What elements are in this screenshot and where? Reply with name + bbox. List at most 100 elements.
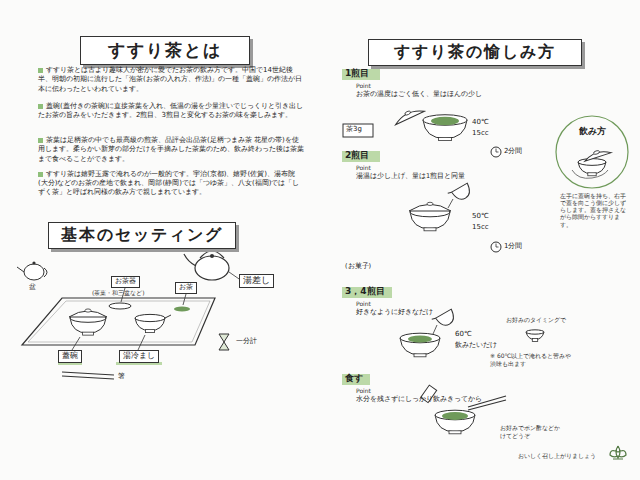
cooling-bowl [135,314,165,332]
tea-amount-box [343,124,373,137]
kettle-knob [210,254,214,258]
hourglass [219,334,229,350]
cup-spout [448,191,452,194]
green-band [342,151,380,162]
gaiwan-bowl [423,115,467,141]
bowl-foot [83,332,94,335]
node-text: お茶 [179,283,193,292]
step-heading: 2煎目 [345,150,369,162]
bowl-foot [424,228,436,231]
paragraph: 茶葉は足柄茶の中でも最高級の煎茶、品評会出品茶(足柄つまみ茶 花星の帯)を使用し… [38,136,304,164]
bowl-rim [435,410,475,420]
small-bowl [526,330,544,342]
node-text: すすり茶とは [108,39,222,62]
clock-icon [491,147,501,157]
label-box: 湯差し [239,274,274,288]
leader-line [72,337,80,350]
paragraph-marker [38,68,43,73]
note-label: お好みでポン酢などかけてどうぞ [500,424,564,440]
node-text: 湯冷まし [123,351,155,361]
bowl-foot [146,330,155,333]
note-label: Point [356,164,371,172]
lid-dome [393,107,424,125]
gaiwan-bowl [400,333,440,357]
tray [22,298,215,345]
teapot-handle [44,268,47,277]
label-box: 蓋碗 [58,350,82,363]
paragraph: 蓋碗(蓋付きの茶碗)に直接茶葉を入れ、低温の湯を少量注いでじっくりと引き出したお… [38,102,304,121]
lid [393,105,425,125]
pour-stream [448,199,453,208]
bowl-foot [438,137,451,140]
lid [69,309,107,317]
note-label: 60℃ [454,330,473,339]
note-label: 左手に蓋碗を持ち、右手で蓋を向こう側に少しずらします。蓋を押さえながら隙間からす… [560,193,630,229]
note-label: 飲みたいだけ [454,341,498,349]
label-box: 湯冷まし [119,350,159,363]
bowl-rim [423,115,467,126]
tea-leaves [174,307,190,312]
fleur-symbol [610,446,626,459]
tea-leaves [431,117,459,125]
paragraph: すすり茶は嬉野玉露で淹れるのが一般的です。宇治(京都)、嬉野(佐賀)、湯布院(大… [38,170,304,197]
teapot-spout [17,267,24,272]
note-label: (茶葉・和三盆など) [92,289,145,297]
kettle-body [195,256,229,280]
paragraph: すすり茶とは古より趣味人が密かに愛でたお茶の飲み方です。中国で14世紀後半、明朝… [38,66,304,94]
step-heading: 1煎目 [345,68,369,80]
clock-hand [496,244,497,248]
chopstick [62,372,114,375]
note-label: 一分計 [236,337,257,346]
tea-leaves [442,412,468,420]
leader-line [183,294,186,305]
clock-icon [491,242,501,252]
lid-knob [404,110,411,115]
step-heading: 食す [345,373,363,385]
bowl-rim [578,159,606,166]
cup-body [452,183,474,202]
paragraph-marker [38,138,43,143]
note-label: おいしく召し上がりましょう [518,452,596,460]
lid-knob [593,150,600,155]
lid-knob [85,309,91,312]
note-label: ※ 60℃以上で淹れると苦みや渋味も出ます [490,352,574,368]
node-text: お茶器 [115,277,136,286]
paragraph-marker [38,104,43,109]
step-heading: 3，4煎目 [345,286,385,298]
kettle-handle [200,251,224,258]
pour-stream [433,325,437,334]
note-label: 箸 [118,372,125,381]
green-band [342,287,392,298]
heading-box: 基本のセッティング [48,222,236,249]
node-text: 基本のセッティング [61,225,223,246]
method-circle: 飲み方 [555,115,629,189]
note-label: Point [356,82,371,90]
label-box: お茶器 [111,276,140,288]
leader-line [138,335,145,350]
small-teapot [24,264,44,280]
lid [583,147,612,162]
note-label: 盆 [29,283,36,292]
green-band [342,374,370,385]
bowl-foot [414,354,426,357]
lid-knob [427,202,433,205]
note-label: 40℃ [472,118,489,127]
circle-shape [556,116,628,188]
node-text: 蓋碗 [62,351,78,361]
teapot-knob [32,261,35,264]
node-text: 湯差し [243,275,270,287]
clock-hand [496,152,499,153]
green-band [342,69,380,80]
dish [109,303,131,309]
paragraph-marker [38,172,43,177]
note-label: 2分間 [504,147,522,156]
note-label: 15cc [472,223,489,232]
kettle-spout [184,254,196,266]
cup-spout [432,317,436,320]
hand [572,170,608,178]
note-label: お好みのタイミングで [506,316,566,324]
note-label: Point [356,387,371,395]
label-box: お茶 [175,282,197,294]
tray-inner [28,301,210,342]
bowl-foot [588,173,596,176]
